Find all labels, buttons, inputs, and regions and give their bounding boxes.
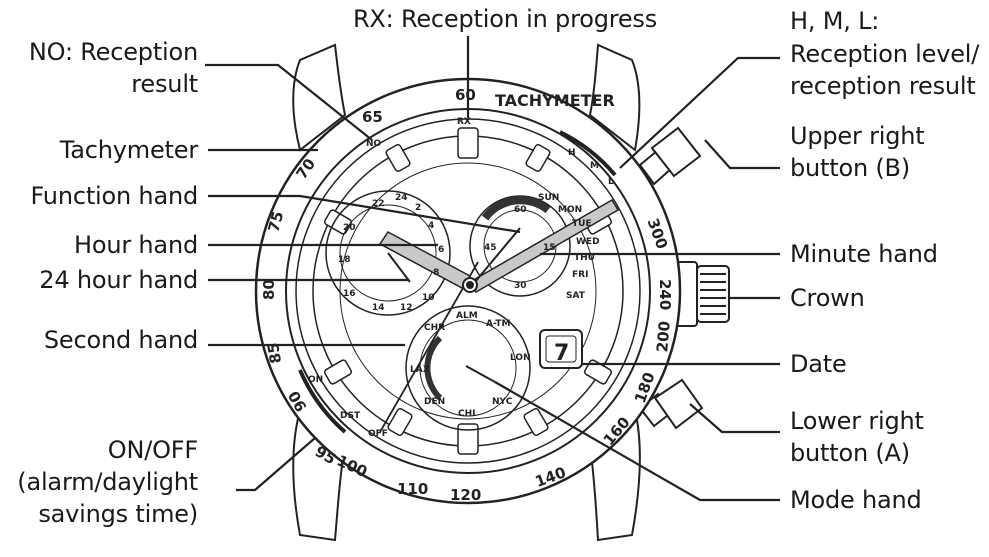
onoff-arc [298, 369, 347, 434]
dial-on: ON [308, 375, 323, 385]
bezel-200: 200 [653, 320, 674, 353]
hour-markers [323, 127, 613, 455]
hour24-hand-shape [387, 252, 411, 283]
day-wed: WED [576, 237, 600, 247]
label-mode-hand: Mode hand [790, 486, 922, 514]
subR-30: 30 [514, 281, 527, 291]
reception-level-arc [559, 130, 617, 177]
label-rx: RX: Reception in progress [352, 5, 658, 33]
dial-off: OFF [368, 429, 388, 439]
leader-lower-right [689, 403, 780, 434]
label-upper-right-line2: button (B) [790, 154, 910, 182]
dial-l: L [608, 177, 614, 187]
sub24-18: 18 [338, 255, 351, 265]
dial-inner-ring [339, 162, 597, 420]
subR-60: 60 [514, 205, 527, 215]
city-nyc: NYC [492, 397, 513, 407]
day-thu: THU [574, 253, 595, 263]
label-onoff-line2: (alarm/daylight [17, 468, 198, 496]
bezel-75: 75 [264, 209, 287, 234]
dial-m: M [590, 161, 599, 171]
sub24-6: 6 [438, 245, 444, 255]
label-hour-hand: Hour hand [73, 231, 198, 259]
sub24-2: 2 [415, 203, 421, 213]
label-date: Date [790, 350, 847, 378]
city-lon: LON [510, 353, 531, 363]
city-chi: CHI [458, 409, 476, 419]
sub24-10: 10 [422, 293, 435, 303]
bezel-240: 240 [656, 279, 674, 310]
label-function-hand: Function hand [30, 182, 199, 210]
sub24-16: 16 [343, 289, 356, 299]
date-value: 7 [554, 341, 569, 366]
leader-no [205, 63, 373, 141]
sub24-8: 8 [433, 268, 439, 278]
leader-upper-right [704, 139, 780, 170]
leader-hml [619, 56, 780, 169]
dial-no: NO [366, 139, 382, 149]
upper-right-lug [588, 43, 641, 152]
bezel-85: 85 [264, 341, 285, 365]
subdial-24h [325, 190, 451, 316]
subdial-right [469, 195, 571, 297]
label-hml-line1: H, M, L: [790, 7, 880, 35]
sub24-14: 14 [372, 303, 385, 313]
subR-45: 45 [484, 243, 497, 253]
function-hand-shape [469, 227, 521, 289]
bezel-tachy: TACHYMETER [495, 91, 615, 110]
date-window [539, 329, 583, 369]
dial-h: H [568, 148, 576, 158]
day-mon: MON [558, 205, 582, 215]
bezel-inner-2 [295, 118, 641, 464]
bezel-80: 80 [260, 279, 278, 300]
mode-hand-shape [465, 365, 496, 383]
city-den: DEN [424, 397, 445, 407]
city-lax: LAX [410, 365, 430, 375]
crown-shape [674, 261, 730, 327]
label-minute-hand: Minute hand [790, 240, 938, 268]
dial-dst: DST [340, 411, 361, 421]
leader-mode [494, 381, 780, 502]
subR-15: 15 [543, 243, 556, 253]
day-sat: SAT [566, 291, 586, 301]
label-crown: Crown [790, 284, 865, 312]
label-no-reception-line2: result [131, 70, 198, 98]
city-alm: ALM [456, 311, 478, 321]
label-lower-right-line1: Lower right [790, 407, 924, 435]
label-no-reception-line1: NO: Reception [28, 38, 198, 66]
bezel-60: 60 [455, 86, 476, 104]
label-hml-line3: reception result [790, 72, 976, 100]
label-upper-right-line1: Upper right [790, 122, 925, 150]
label-24-hour-hand: 24 hour hand [39, 266, 198, 294]
bezel-110: 110 [397, 480, 428, 498]
sub24-12: 12 [400, 303, 413, 313]
day-fri: FRI [572, 270, 588, 280]
second-hand-shape [379, 261, 479, 433]
day-sun: SUN [538, 193, 559, 203]
dial-rx: RX [457, 117, 471, 127]
upper-right-pusher [638, 126, 702, 186]
callout-lines [205, 36, 780, 502]
subdial-city [405, 305, 531, 431]
leader-function [208, 194, 521, 234]
sub24-4: 4 [428, 221, 434, 231]
label-onoff-line3: savings time) [38, 500, 198, 528]
city-chr: CHR [424, 323, 445, 333]
label-lower-right-line2: button (A) [790, 439, 910, 467]
label-second-hand: Second hand [43, 326, 198, 354]
day-tue: TUE [572, 219, 592, 229]
label-onoff-line1: ON/OFF [107, 436, 198, 464]
sub24-24: 24 [395, 193, 408, 203]
label-hml-line2: Reception level/ [790, 40, 980, 68]
bezel-65: 65 [362, 108, 383, 126]
leader-onoff [236, 437, 316, 492]
label-tachymeter: Tachymeter [59, 136, 198, 164]
city-atm: A-TM [486, 319, 511, 329]
sub24-20: 20 [343, 223, 356, 233]
bezel-120: 120 [450, 486, 481, 504]
dial-text: RX NO H M L ON DST OFF SUN MON TUE WED T… [308, 117, 614, 439]
sub24-22: 22 [372, 199, 385, 209]
